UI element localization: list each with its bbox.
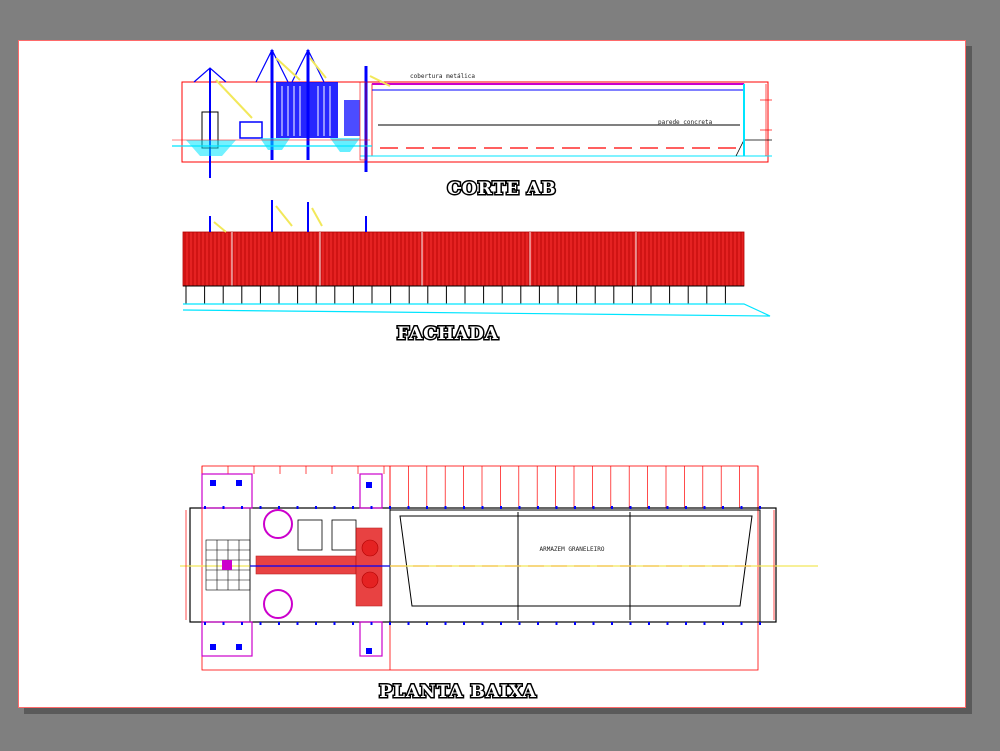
plan-machinery bbox=[255, 527, 383, 607]
section-roof-label: cobertura metálica bbox=[410, 73, 475, 80]
plan-view: ARMAZEM GRANELEIRO PLANTA BAIXA bbox=[180, 465, 818, 704]
plan-title: PLANTA BAIXA bbox=[379, 682, 537, 702]
plan-silo-bottom bbox=[263, 589, 293, 619]
section-equipment bbox=[172, 48, 391, 178]
section-wall-label: parede concreta bbox=[658, 119, 713, 126]
plan-side-ticks bbox=[204, 506, 761, 625]
drawing-sheet bbox=[18, 40, 966, 708]
plan-dimension-frame bbox=[201, 465, 759, 671]
facade-elevators bbox=[209, 200, 367, 232]
section-ramp bbox=[735, 139, 772, 157]
section-frame bbox=[181, 81, 769, 163]
facade-title: FACHADA bbox=[397, 324, 499, 344]
facade-view: FACHADA bbox=[182, 200, 771, 346]
plan-top-ticks bbox=[201, 466, 759, 508]
section-view: cobertura metálica parede concreta CORTE… bbox=[172, 48, 772, 201]
plan-storage-label: ARMAZEM GRANELEIRO bbox=[539, 546, 604, 553]
facade-roof bbox=[182, 231, 745, 287]
facade-columns bbox=[185, 286, 726, 304]
facade-ground bbox=[182, 303, 771, 317]
plan-silo-top bbox=[263, 509, 293, 539]
section-title: CORTE AB bbox=[447, 179, 556, 199]
